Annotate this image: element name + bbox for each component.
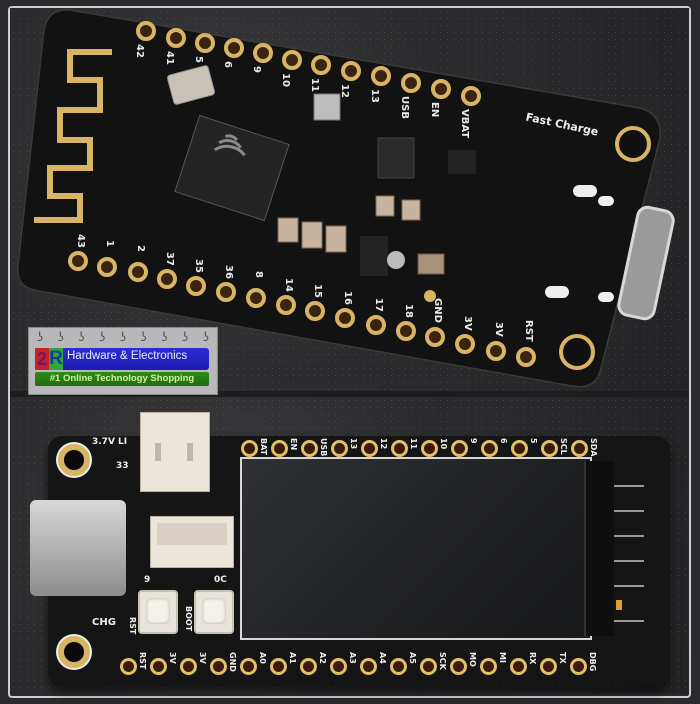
pin-label: 9 bbox=[251, 66, 262, 73]
pin-label: 18 bbox=[403, 304, 414, 318]
pin-label: TX bbox=[558, 652, 567, 664]
pin-label: 10 bbox=[439, 438, 448, 450]
pin-label: SCL bbox=[559, 438, 568, 455]
pin-label: A0 bbox=[258, 652, 267, 664]
pin-label: 42 bbox=[134, 44, 145, 58]
pin-label: 14 bbox=[283, 278, 294, 292]
pcb-trace bbox=[614, 585, 644, 587]
pin-label: 3V bbox=[462, 316, 473, 331]
battery-label: 3.7V LI bbox=[92, 437, 128, 447]
battery-connector bbox=[140, 412, 210, 492]
pin-label: 36 bbox=[223, 265, 234, 279]
logo-mark-r: R bbox=[49, 348, 63, 370]
pin-label: 15 bbox=[312, 284, 323, 298]
pin-label: A4 bbox=[378, 652, 387, 664]
pin-label: 5 bbox=[529, 438, 538, 444]
pin-label: DBG bbox=[588, 652, 597, 672]
pin-label: 43 bbox=[75, 234, 86, 248]
pin-label: 11 bbox=[409, 438, 418, 450]
part-label: 33 bbox=[116, 461, 129, 471]
pin-label: 5 bbox=[193, 56, 204, 63]
panel-divider bbox=[10, 391, 689, 397]
pin-label: 3V bbox=[493, 322, 504, 337]
pin-label: USB bbox=[319, 438, 328, 457]
status-led bbox=[616, 600, 622, 610]
charge-led-label: CHG bbox=[92, 617, 116, 628]
pcb-trace bbox=[614, 485, 644, 487]
pin-label: A5 bbox=[408, 652, 417, 664]
pin-label: RST bbox=[523, 320, 534, 342]
boot-button-label: BOOT bbox=[184, 606, 193, 632]
mounting-hole bbox=[58, 636, 90, 668]
pin-label: RX bbox=[528, 652, 537, 665]
logo-title-bar bbox=[35, 348, 209, 370]
pin-label: BAT bbox=[259, 438, 268, 456]
pin-label: 16 bbox=[342, 291, 353, 305]
pin-label: 11 bbox=[309, 78, 320, 92]
pin-label: 37 bbox=[164, 252, 175, 266]
pin-label: 3V bbox=[198, 652, 207, 664]
top-board bbox=[17, 9, 675, 388]
tft-display bbox=[240, 457, 592, 640]
pcb-trace bbox=[614, 535, 644, 537]
pin-label: A2 bbox=[318, 652, 327, 664]
image-frame bbox=[8, 6, 691, 698]
pin-label: A3 bbox=[348, 652, 357, 664]
pin-label: USB bbox=[399, 96, 410, 119]
pin-label: EN bbox=[429, 102, 440, 118]
display-flex-cable bbox=[584, 461, 614, 636]
pin-label: 10 bbox=[280, 73, 291, 87]
pin-label: 13 bbox=[349, 438, 358, 450]
pcb-trace bbox=[614, 560, 644, 562]
pin-label: VBAT bbox=[459, 109, 470, 139]
connector-label-right: 0C bbox=[214, 575, 227, 585]
pin-label: SCK bbox=[438, 652, 447, 670]
pin-label: 9 bbox=[469, 438, 478, 444]
pin-label: 6 bbox=[222, 61, 233, 68]
pin-label: 3V bbox=[168, 652, 177, 664]
pin-label: MO bbox=[468, 652, 477, 667]
pin-label: EN bbox=[289, 438, 298, 451]
pin-label: MI bbox=[498, 652, 507, 663]
pin-label: GND bbox=[432, 298, 443, 323]
boot-button[interactable] bbox=[194, 590, 234, 634]
logo-mark-2: 2 bbox=[35, 348, 49, 370]
pin-label: 12 bbox=[379, 438, 388, 450]
pin-label: 2 bbox=[135, 245, 146, 252]
pin-label: 13 bbox=[369, 89, 380, 103]
pcb-trace bbox=[614, 510, 644, 512]
logo-subtitle: #1 Online Technology Shopping bbox=[35, 372, 209, 386]
pin-label: 41 bbox=[164, 51, 175, 65]
logo-title: Hardware & Electronics bbox=[67, 350, 188, 362]
connector-label-left: 9 bbox=[144, 575, 151, 585]
pin-label: RST bbox=[138, 652, 147, 670]
reset-button[interactable] bbox=[138, 590, 178, 634]
mounting-hole bbox=[58, 444, 90, 476]
pin-label: SDA bbox=[589, 438, 598, 457]
pin-label: 1 bbox=[104, 240, 115, 247]
pin-label: 12 bbox=[339, 84, 350, 98]
pcb-trace bbox=[614, 620, 644, 622]
pin-label: 17 bbox=[373, 298, 384, 312]
pin-label: GND bbox=[228, 652, 237, 672]
pin-label: 6 bbox=[499, 438, 508, 444]
pin-label: 35 bbox=[193, 259, 204, 273]
reset-button-label: RST bbox=[128, 617, 137, 635]
stemma-connector bbox=[150, 516, 234, 568]
pin-label: A1 bbox=[288, 652, 297, 664]
usb-c-port[interactable] bbox=[30, 500, 126, 596]
pin-label: 8 bbox=[253, 271, 264, 278]
